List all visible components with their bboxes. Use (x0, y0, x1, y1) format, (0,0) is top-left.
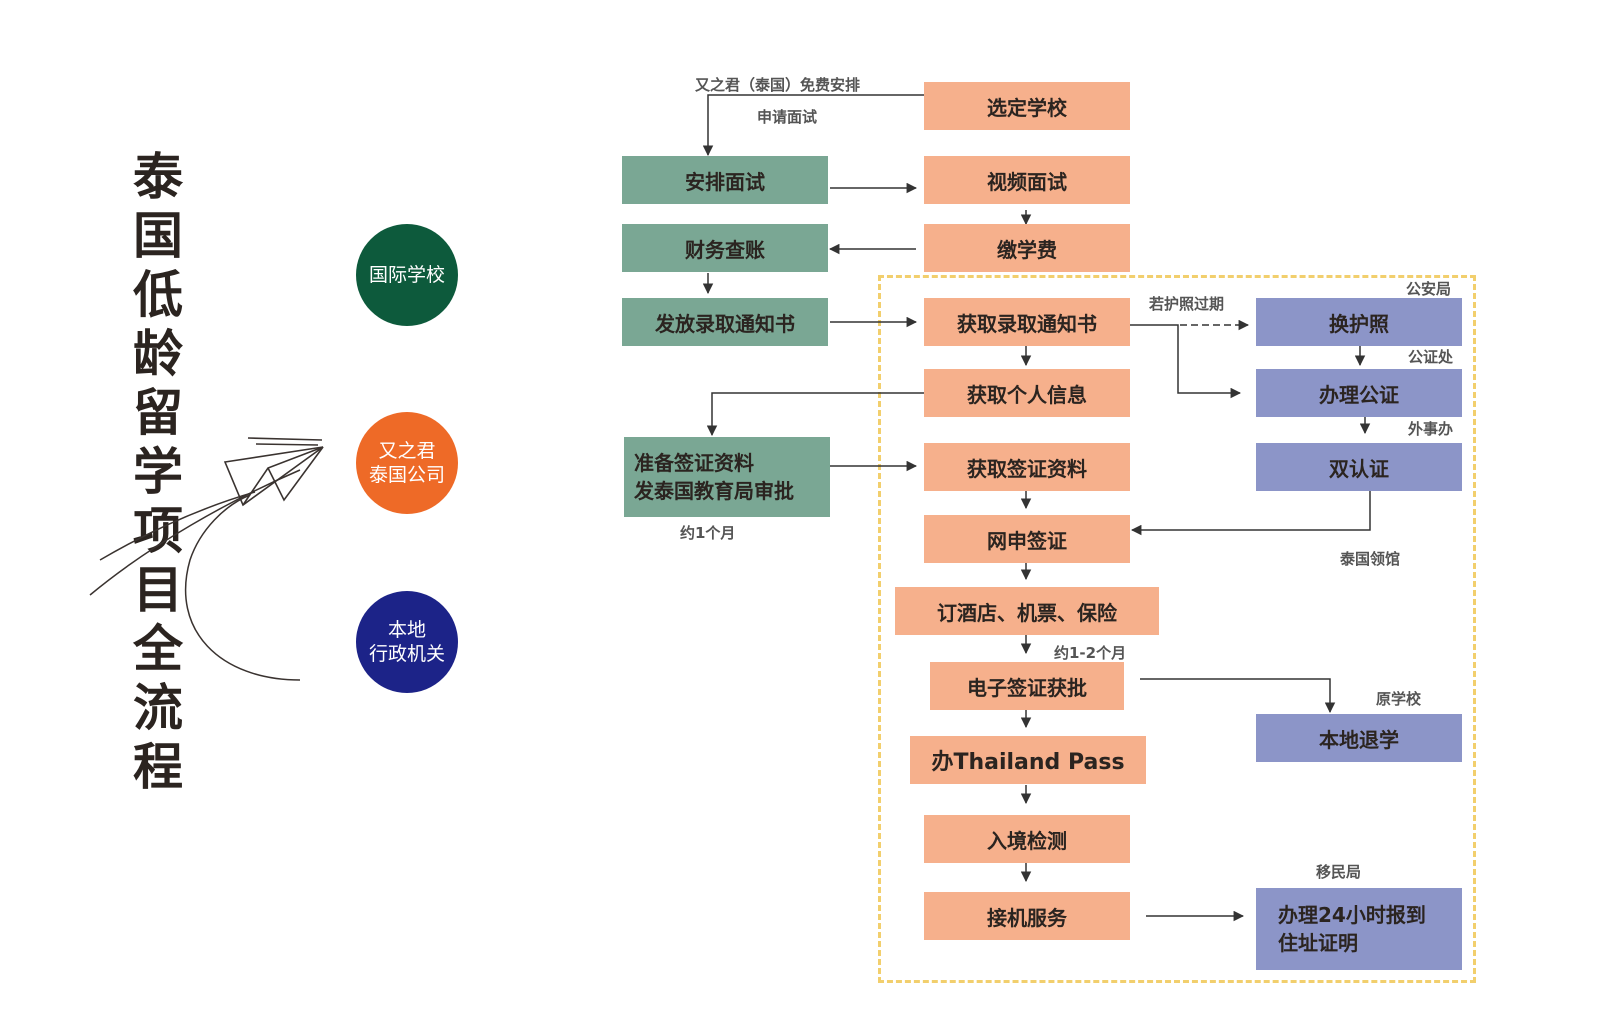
title-char: 学 (133, 443, 183, 501)
legend-international-school: 国际学校 (356, 224, 458, 326)
label-passport-expired: 若护照过期 (1149, 295, 1225, 313)
box-airport-pickup: 接机服务 (924, 892, 1130, 940)
box-entry-test: 入境检测 (924, 815, 1130, 863)
box-report-24h: 办理24小时报到 住址证明 (1256, 888, 1462, 970)
title-char: 全 (133, 620, 183, 678)
box-book-travel: 订酒店、机票、保险 (895, 587, 1159, 635)
box-financial-check: 财务查账 (622, 224, 828, 272)
page-title: 泰国低龄留学项目全流程 (128, 148, 188, 797)
title-char: 泰 (133, 148, 183, 206)
legend-government: 本地 行政机关 (356, 591, 458, 693)
connector-select-to-arrange (702, 94, 924, 157)
title-char: 低 (133, 266, 183, 324)
label-original-school: 原学校 (1376, 690, 1422, 708)
title-char: 留 (133, 384, 183, 442)
box-notarization: 办理公证 (1256, 369, 1462, 417)
box-local-withdrawal: 本地退学 (1256, 714, 1462, 762)
label-about-one-month: 约1个月 (680, 524, 736, 542)
title-char: 目 (133, 561, 183, 619)
connector-double-to-online (1130, 488, 1371, 536)
label-immigration: 移民局 (1316, 863, 1362, 881)
box-double-authentication: 双认证 (1256, 443, 1462, 491)
title-char: 流 (133, 679, 183, 737)
box-thailand-pass: 办Thailand Pass (910, 736, 1146, 784)
box-online-visa: 网申签证 (924, 515, 1130, 563)
box-pay-tuition: 缴学费 (924, 224, 1130, 272)
label-thai-consulate: 泰国领馆 (1340, 550, 1401, 568)
connector-admission-to-notary (1128, 324, 1242, 399)
connector-evisa-to-withdraw (1140, 678, 1336, 714)
title-char: 龄 (133, 325, 183, 383)
connector-info-to-prepare (706, 392, 924, 437)
box-select-school: 选定学校 (924, 82, 1130, 130)
box-prepare-visa-docs: 准备签证资料 发泰国教育局审批 (624, 437, 830, 517)
plane-trail (89, 469, 301, 681)
label-free-arrangement: 又之君（泰国）免费安排 (695, 76, 861, 94)
company-handled-region (878, 275, 1476, 983)
paper-plane-icon (223, 437, 324, 507)
box-renew-passport: 换护照 (1256, 298, 1462, 346)
label-public-security: 公安局 (1406, 280, 1452, 298)
box-video-interview: 视频面试 (924, 156, 1130, 204)
title-char: 项 (133, 502, 183, 560)
box-evisa-approved: 电子签证获批 (930, 662, 1124, 710)
box-get-admission: 获取录取通知书 (924, 298, 1130, 346)
box-get-visa-docs: 获取签证资料 (924, 443, 1130, 491)
box-get-personal-info: 获取个人信息 (924, 369, 1130, 417)
box-issue-admission: 发放录取通知书 (622, 298, 828, 346)
label-about-1-2-months: 约1-2个月 (1054, 644, 1127, 662)
label-notary-office: 公证处 (1408, 348, 1454, 366)
title-char: 程 (133, 738, 183, 796)
title-char: 国 (133, 207, 183, 265)
legend-company: 又之君 泰国公司 (356, 412, 458, 514)
box-arrange-interview: 安排面试 (622, 156, 828, 204)
label-foreign-affairs: 外事办 (1408, 420, 1454, 438)
label-apply-interview: 申请面试 (757, 108, 818, 126)
